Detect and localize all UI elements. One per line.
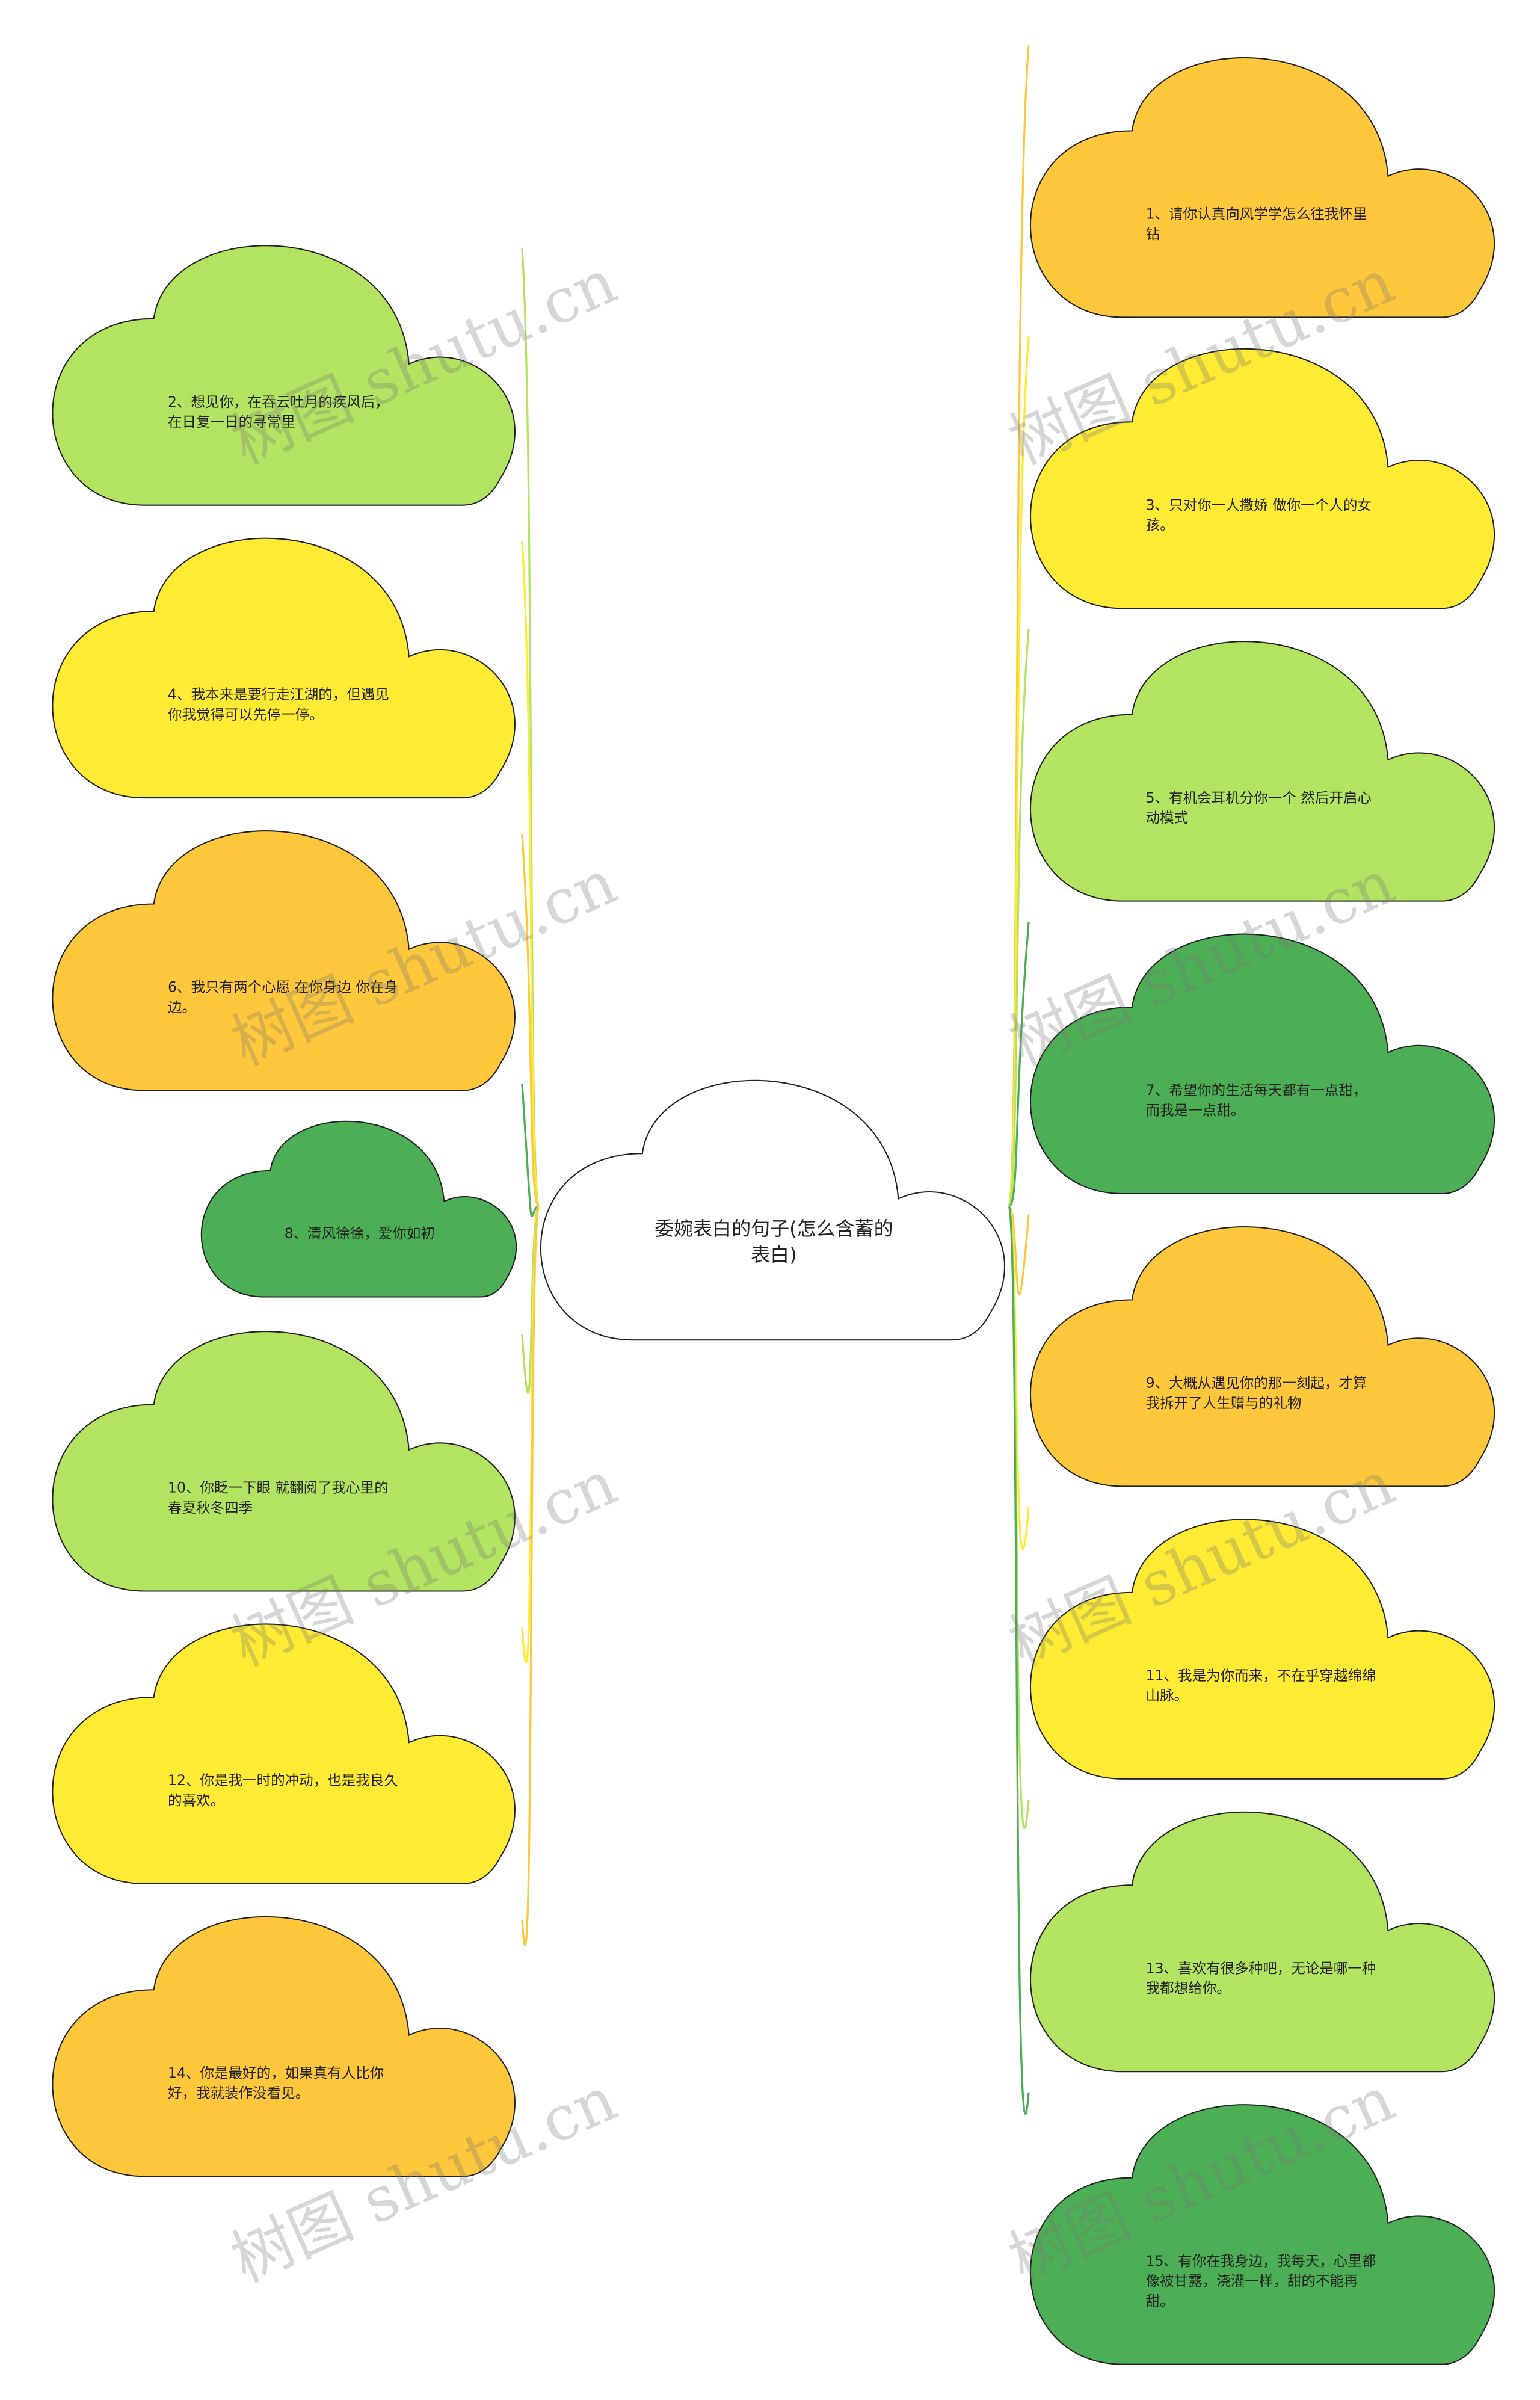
left-node-1[interactable]: 2、想见你，在吞云吐月的疾风后，在日复一日的寻常里 [51, 239, 519, 506]
cloud-outline [1029, 933, 1495, 1195]
node-text: 8、清风徐徐，爱你如初 [284, 1226, 435, 1244]
cloud-shape [1029, 641, 1495, 902]
cloud-outline [1029, 348, 1495, 609]
cloud-outline [200, 1120, 517, 1298]
connector-right-8 [1008, 1205, 1030, 2115]
cloud-shape [52, 245, 516, 506]
cloud-outline [1029, 641, 1495, 902]
cloud-shape [1029, 1226, 1495, 1487]
left-node-5[interactable]: 10、你眨一下眼 就翻阅了我心里的春夏秋冬四季 [51, 1325, 519, 1592]
node-text: 4、我本来是要行走江湖的，但遇见你我觉得可以先停一停。 [168, 687, 389, 725]
right-node-4[interactable]: 7、希望你的生活每天都有一点甜，而我是一点甜。 [1029, 927, 1498, 1195]
node-text: 3、只对你一人撒娇 做你一个人的女孩。 [1145, 498, 1372, 535]
cloud-outline [52, 830, 516, 1091]
cloud-outline [1029, 1226, 1495, 1487]
left-node-7[interactable]: 14、你是最好的，如果真有人比你好，我就装作没看见。 [51, 1910, 519, 2177]
cloud-shape [52, 830, 516, 1091]
cloud-shape [1029, 348, 1495, 609]
right-node-6[interactable]: 11、我是为你而来，不在乎穿越绵绵山脉。 [1029, 1513, 1498, 1780]
node-text: 12、你是我一时的冲动，也是我良久的喜欢。 [168, 1773, 398, 1810]
cloud-outline [52, 537, 516, 799]
cloud-outline [1029, 1519, 1495, 1780]
node-text: 11、我是为你而来，不在乎穿越绵绵山脉。 [1145, 1668, 1376, 1706]
cloud-outline [1029, 57, 1495, 318]
cloud-shape [1029, 57, 1495, 318]
node-text: 10、你眨一下眼 就翻阅了我心里的春夏秋冬四季 [168, 1481, 389, 1518]
node-text: 5、有机会耳机分你一个 然后开启心动模式 [1145, 791, 1372, 828]
cloud-outline [52, 245, 516, 506]
connector-right-3 [1008, 629, 1030, 1208]
connector-right-4 [1008, 922, 1030, 1208]
connector-left-7 [521, 1205, 540, 1946]
cloud-shape [52, 1916, 516, 2177]
node-text: 2、想见你，在吞云吐月的疾风后，在日复一日的寻常里 [168, 395, 389, 432]
cloud-shape [200, 1120, 517, 1298]
left-node-4[interactable]: 8、清风徐徐，爱你如初 [200, 1117, 519, 1298]
connector-left-2 [521, 541, 540, 1208]
cloud-shape [1029, 2104, 1495, 2365]
node-text: 7、希望你的生活每天都有一点甜，而我是一点甜。 [1145, 1083, 1367, 1120]
right-node-1[interactable]: 1、请你认真向风学学怎么往我怀里钻 [1029, 51, 1498, 318]
node-text: 6、我只有两个心愿 在你身边 你在身边。 [168, 980, 398, 1017]
cloud-shape [52, 1623, 516, 1884]
cloud-outline [540, 1079, 1005, 1341]
node-text: 13、喜欢有很多种吧，无论是哪一种我都想给你。 [1145, 1961, 1376, 1999]
left-node-3[interactable]: 6、我只有两个心愿 在你身边 你在身边。 [51, 824, 519, 1091]
cloud-outline [52, 1623, 516, 1884]
node-text: 9、大概从遇见你的那一刻起，才算我拆开了人生赠与的礼物 [1145, 1375, 1367, 1413]
connector-left-3 [521, 834, 540, 1208]
left-node-6[interactable]: 12、你是我一时的冲动，也是我良久的喜欢。 [51, 1617, 519, 1884]
cloud-shape [1029, 1811, 1495, 2073]
center-title: 委婉表白的句子(怎么含蓄的表白) [654, 1217, 893, 1266]
cloud-shape [1029, 933, 1495, 1195]
cloud-outline [1029, 2104, 1495, 2365]
cloud-outline [52, 1331, 516, 1592]
right-node-5[interactable]: 9、大概从遇见你的那一刻起，才算我拆开了人生赠与的礼物 [1029, 1220, 1498, 1487]
cloud-outline [52, 1916, 516, 2177]
connector-left-4 [521, 1083, 540, 1217]
node-text: 15、有你在我身边，我每天，心里都像被甘露，浇灌一样，甜的不能再甜。 [1145, 2254, 1376, 2311]
cloud-shape [52, 1331, 516, 1592]
right-node-2[interactable]: 3、只对你一人撒娇 做你一个人的女孩。 [1029, 342, 1498, 609]
center-node[interactable]: 委婉表白的句子(怎么含蓄的表白) [539, 1073, 1009, 1341]
connector-left-5 [521, 1205, 540, 1394]
cloud-shape [52, 537, 516, 799]
left-node-2[interactable]: 4、我本来是要行走江湖的，但遇见你我觉得可以先停一停。 [51, 531, 519, 799]
cloud-outline [1029, 1811, 1495, 2073]
node-text: 14、你是最好的，如果真有人比你好，我就装作没看见。 [168, 2065, 384, 2103]
right-node-8[interactable]: 15、有你在我身边，我每天，心里都像被甘露，浇灌一样，甜的不能再甜。 [1029, 2098, 1498, 2365]
cloud-shape [1029, 1519, 1495, 1780]
right-node-7[interactable]: 13、喜欢有很多种吧，无论是哪一种我都想给你。 [1029, 1805, 1498, 2073]
right-node-3[interactable]: 5、有机会耳机分你一个 然后开启心动模式 [1029, 635, 1498, 902]
node-text: 1、请你认真向风学学怎么往我怀里钻 [1145, 206, 1367, 244]
connector-right-5 [1008, 1205, 1030, 1295]
cloud-shape [540, 1079, 1005, 1341]
